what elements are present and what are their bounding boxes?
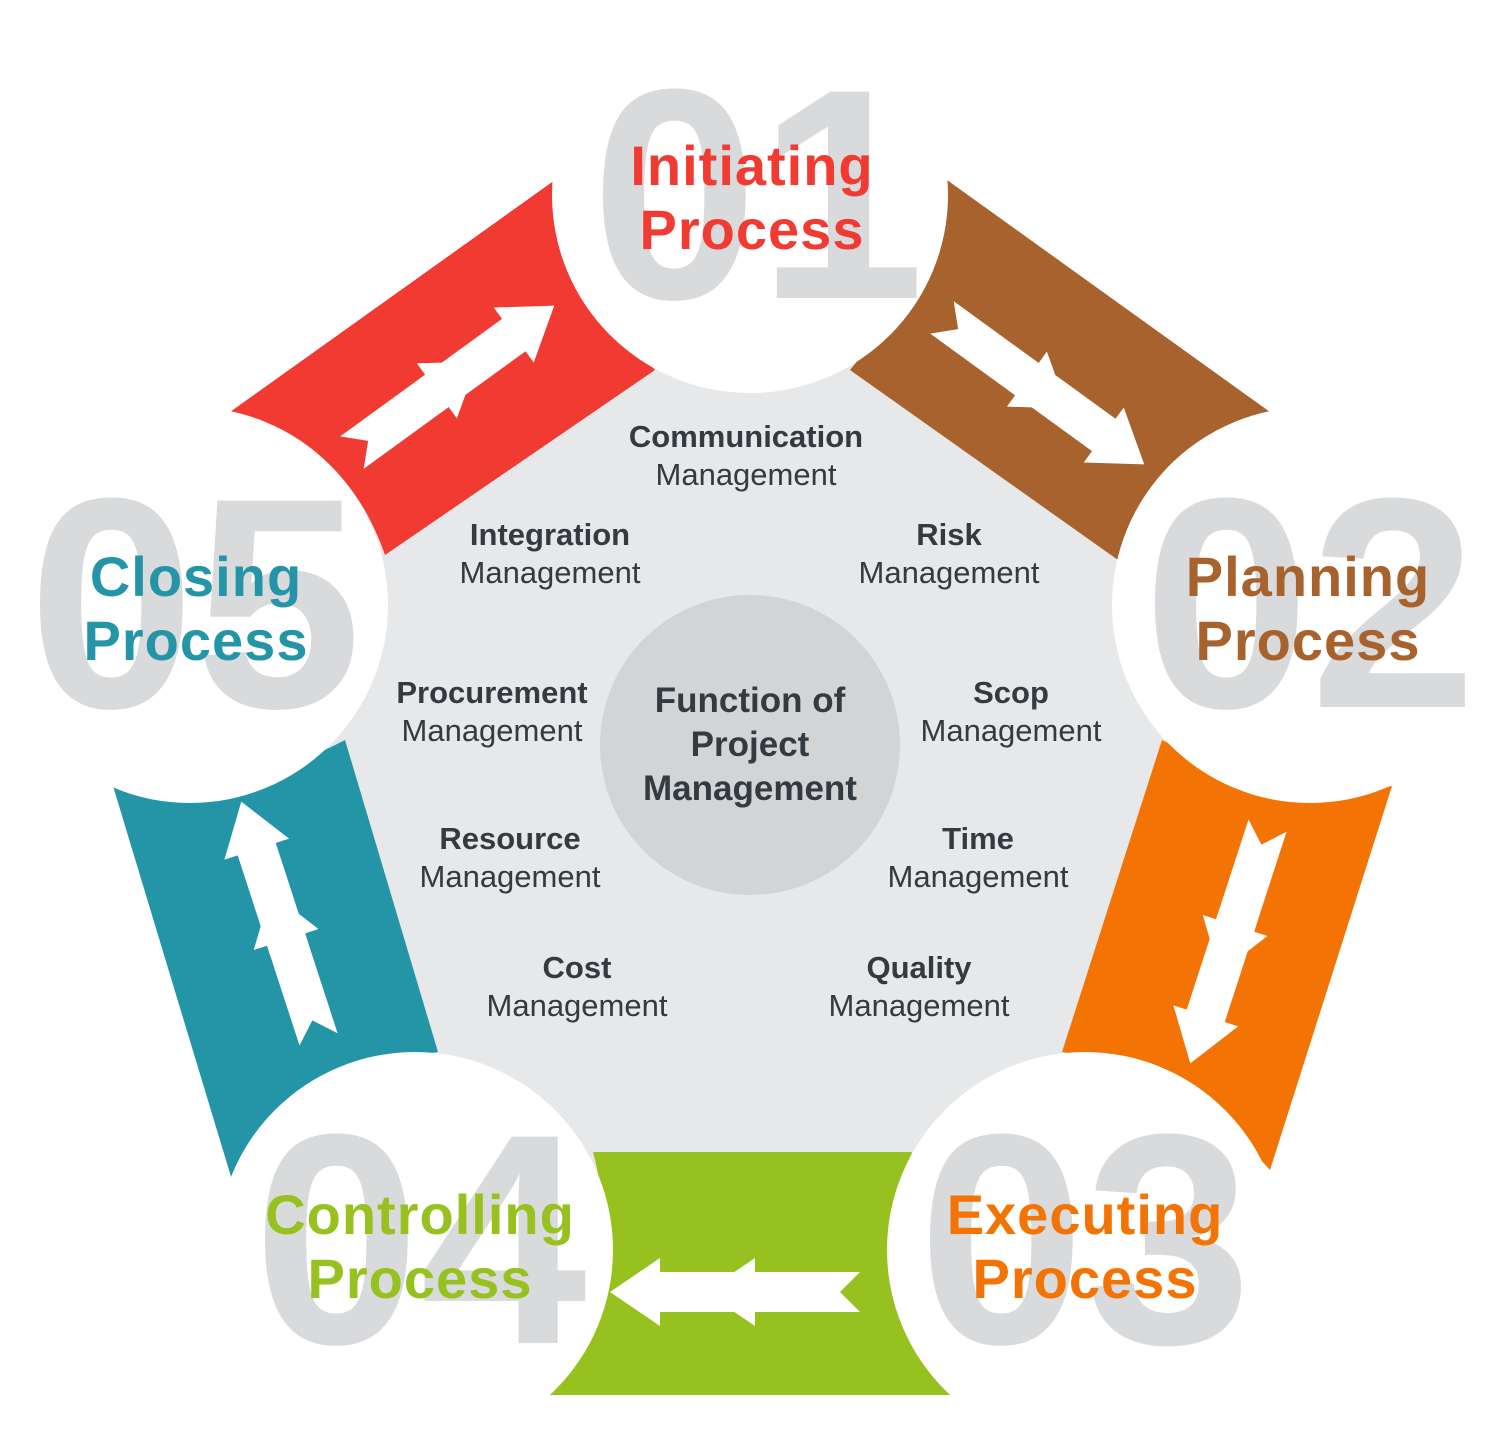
function-cost-title: Cost [543, 950, 612, 985]
stage-labels: Initiating Process Planning Process Exec… [84, 134, 1430, 1310]
stage-label-controlling-line2: Process [308, 1247, 533, 1310]
center-title-line2: Project [691, 725, 810, 764]
function-integration-sub: Management [460, 555, 641, 590]
stage-label-executing-line1: Executing [947, 1183, 1224, 1246]
center-title-line1: Function of [655, 681, 846, 720]
function-time-title: Time [942, 821, 1014, 856]
band-initiating-to-planning [850, 180, 1270, 560]
stage-circle-controlling [217, 1052, 613, 1443]
double-arrow-icon [340, 305, 555, 469]
stage-number-5: 05 [28, 435, 362, 771]
function-quality-sub: Management [829, 988, 1010, 1023]
stage-circle-closing [0, 407, 388, 803]
double-arrow-icon [224, 801, 338, 1046]
function-communication-title: Communication [629, 419, 863, 454]
stage-label-planning-line2: Process [1196, 609, 1421, 672]
arrow-icons [224, 301, 1287, 1326]
stage-circle-planning [1112, 407, 1505, 803]
function-procurement-title: Procurement [396, 675, 587, 710]
function-resource-sub: Management [420, 859, 601, 894]
double-arrow-icon [930, 301, 1145, 465]
stage-label-closing-line1: Closing [90, 545, 302, 608]
double-arrow-icon [610, 1258, 860, 1326]
function-risk-title: Risk [916, 517, 982, 552]
stage-label-executing-line2: Process [973, 1247, 1198, 1310]
stage-numbers: 01 02 03 04 05 [28, 26, 1477, 1407]
stage-number-1: 01 [591, 26, 925, 362]
function-labels: Communication Management Risk Management… [396, 419, 1101, 1023]
function-scop-title: Scop [973, 675, 1049, 710]
function-resource-title: Resource [439, 821, 580, 856]
center-circle [600, 595, 900, 895]
stage-number-3: 03 [918, 1071, 1252, 1407]
stage-label-planning-line1: Planning [1186, 545, 1430, 608]
double-arrow-icon [1173, 819, 1287, 1064]
stage-circle-initiating [552, 0, 948, 393]
center-title-line3: Management [643, 769, 857, 808]
stage-circle-executing [887, 1052, 1283, 1443]
center-title: Function of Project Management [643, 681, 857, 808]
function-quality-title: Quality [866, 950, 972, 985]
stage-label-initiating-line1: Initiating [630, 134, 873, 197]
function-scop-sub: Management [921, 713, 1102, 748]
stage-label-initiating-line2: Process [640, 198, 865, 261]
function-cost-sub: Management [487, 988, 668, 1023]
function-integration-title: Integration [470, 517, 630, 552]
function-risk-sub: Management [859, 555, 1040, 590]
stage-number-2: 02 [1143, 435, 1477, 771]
function-time-sub: Management [888, 859, 1069, 894]
function-communication-sub: Management [656, 457, 837, 492]
stage-number-4: 04 [253, 1071, 589, 1407]
stage-label-controlling-line1: Controlling [265, 1183, 575, 1246]
function-procurement-sub: Management [402, 713, 583, 748]
stage-label-closing-line2: Process [84, 609, 309, 672]
